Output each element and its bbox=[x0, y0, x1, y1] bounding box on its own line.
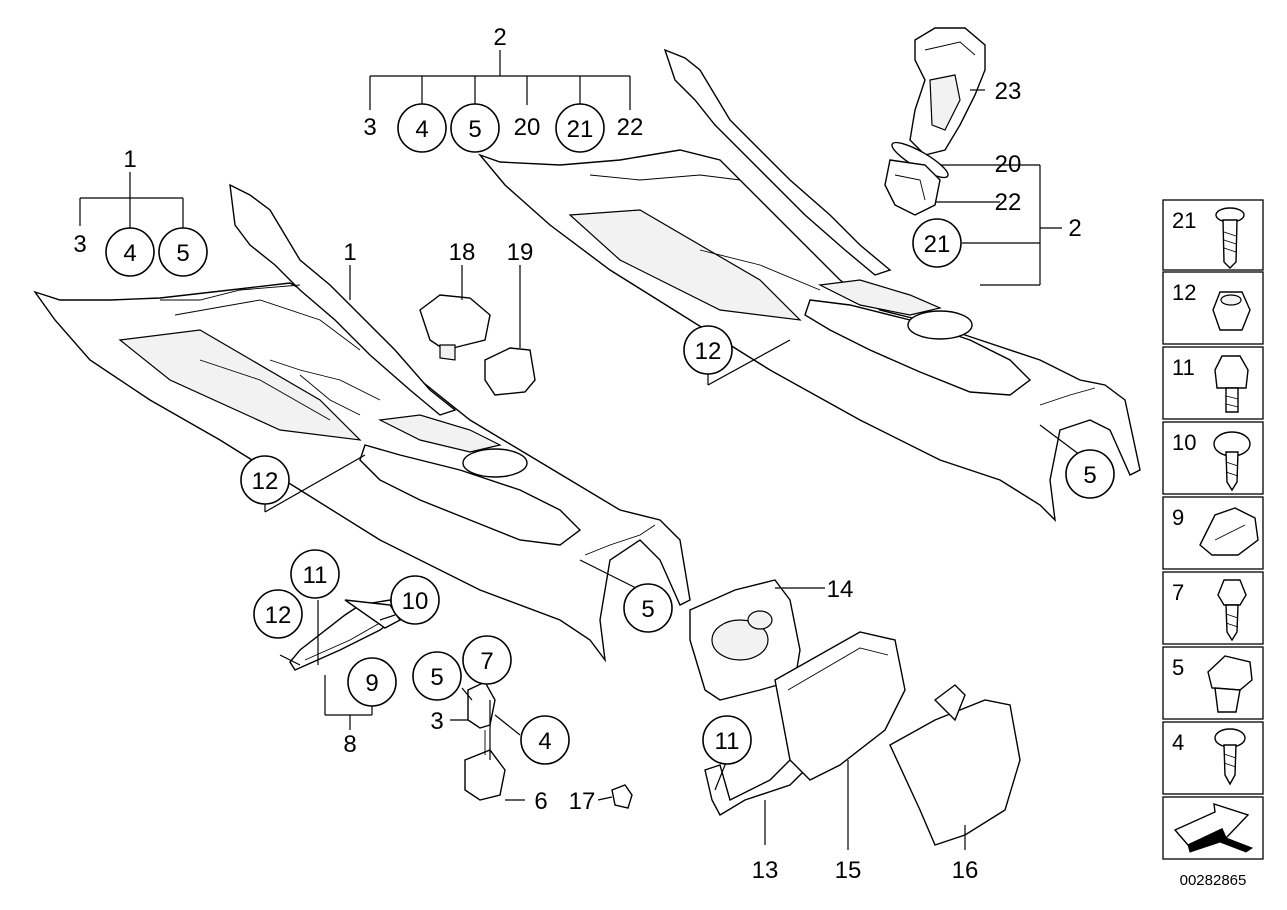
label-19: 19 bbox=[507, 239, 534, 266]
legend-box-4 bbox=[1162, 721, 1264, 795]
callout-circle-12-right bbox=[683, 325, 733, 375]
part-15-lid bbox=[774, 631, 906, 781]
label-23: 23 bbox=[995, 78, 1022, 105]
label-11-mid: 11 bbox=[715, 728, 740, 755]
label-1-group: 1 bbox=[123, 146, 136, 173]
part-18-piece bbox=[419, 294, 491, 361]
label-13: 13 bbox=[752, 857, 779, 884]
label-11-left: 11 bbox=[303, 562, 328, 589]
callout-circle-11-left bbox=[290, 549, 340, 599]
callout-circle-10 bbox=[390, 575, 440, 625]
label-14: 14 bbox=[827, 576, 854, 603]
gear-shift-boot bbox=[884, 27, 986, 216]
fastener-legend: 21 12 11 10 9 bbox=[1162, 199, 1264, 889]
label-16: 16 bbox=[952, 857, 979, 884]
spring-clip-icon bbox=[1199, 507, 1259, 556]
legend-box-7 bbox=[1162, 571, 1264, 645]
legend-num-10: 10 bbox=[1172, 430, 1196, 455]
callout-circle-4-left bbox=[105, 227, 155, 277]
label-5-console: 5 bbox=[641, 596, 654, 623]
legend-num-11: 11 bbox=[1172, 355, 1195, 380]
callout-circle-21-top bbox=[555, 103, 605, 153]
callout-circle-5-mid bbox=[412, 651, 462, 701]
legend-num-9: 9 bbox=[1172, 505, 1184, 530]
leader-lines bbox=[79, 50, 1081, 850]
legend-num-7: 7 bbox=[1172, 580, 1184, 605]
self-tapping-screw-icon bbox=[1214, 728, 1246, 786]
part-14-insert bbox=[689, 579, 801, 701]
callout-circle-9 bbox=[347, 657, 397, 707]
callout-labels: 1 3 4 5 1 2 3 4 5 20 21 22 18 19 12 12 5… bbox=[73, 24, 1115, 884]
legend-num-5: 5 bbox=[1172, 655, 1184, 680]
label-3-left: 3 bbox=[73, 231, 86, 258]
label-21-top: 21 bbox=[567, 116, 594, 143]
label-20: 20 bbox=[995, 151, 1022, 178]
label-4-top: 4 bbox=[415, 116, 428, 143]
label-1-part: 1 bbox=[343, 239, 356, 266]
label-20-top: 20 bbox=[514, 114, 541, 141]
callout-circle-4-top bbox=[397, 103, 447, 153]
callout-circle-5-top bbox=[450, 103, 500, 153]
pan-screw-icon bbox=[1213, 431, 1251, 492]
label-15: 15 bbox=[835, 857, 862, 884]
center-console-left bbox=[33, 183, 691, 663]
label-10: 10 bbox=[402, 588, 429, 615]
label-5-left: 5 bbox=[176, 240, 189, 267]
label-17: 17 bbox=[569, 788, 596, 815]
direction-arrow-icon bbox=[1173, 802, 1254, 853]
label-4-left: 4 bbox=[123, 240, 136, 267]
label-9: 9 bbox=[365, 670, 378, 697]
label-22: 22 bbox=[995, 189, 1022, 216]
legend-box-10 bbox=[1162, 421, 1264, 495]
callout-circle-5-left bbox=[158, 227, 208, 277]
label-3-top: 3 bbox=[363, 114, 376, 141]
label-4-mid: 4 bbox=[538, 728, 551, 755]
label-12-left: 12 bbox=[252, 468, 279, 495]
callout-circle-5-right bbox=[1065, 449, 1115, 499]
label-6: 6 bbox=[534, 788, 547, 815]
callout-circle-7 bbox=[462, 635, 512, 685]
hex-nut-icon bbox=[1212, 291, 1251, 331]
hex-bolt-icon bbox=[1214, 355, 1249, 413]
legend-num-21: 21 bbox=[1172, 208, 1196, 233]
bracket-8 bbox=[289, 599, 402, 671]
label-5-mid: 5 bbox=[430, 664, 443, 691]
screw-flange-icon bbox=[1215, 207, 1245, 269]
label-22-top: 22 bbox=[617, 114, 644, 141]
callout-circle-5-console bbox=[623, 583, 673, 633]
label-12-small: 12 bbox=[265, 602, 292, 629]
callout-circle-12-left bbox=[240, 455, 290, 505]
label-3-mid: 3 bbox=[430, 708, 443, 735]
diagram-code: 00282865 bbox=[1180, 872, 1247, 889]
part-19-piece bbox=[484, 347, 536, 396]
label-12-right: 12 bbox=[695, 338, 722, 365]
label-2-right: 2 bbox=[1068, 215, 1081, 242]
label-18: 18 bbox=[449, 239, 476, 266]
clip-nut-icon bbox=[1207, 655, 1253, 713]
label-5-top: 5 bbox=[468, 116, 481, 143]
label-7: 7 bbox=[480, 648, 493, 675]
label-5-right: 5 bbox=[1083, 462, 1096, 489]
legend-num-12: 12 bbox=[1172, 280, 1196, 305]
legend-box-21 bbox=[1162, 199, 1264, 271]
label-21: 21 bbox=[924, 231, 951, 258]
legend-num-4: 4 bbox=[1172, 730, 1184, 755]
part-16-cover bbox=[889, 684, 1021, 846]
callout-circle-12-small bbox=[253, 589, 303, 639]
label-8: 8 bbox=[343, 731, 356, 758]
center-console-right bbox=[477, 48, 1141, 522]
callout-circle-11-mid bbox=[702, 715, 752, 765]
hex-screw-icon bbox=[1217, 579, 1247, 642]
callout-circle-4-mid bbox=[520, 715, 570, 765]
callout-circle-21 bbox=[912, 218, 962, 268]
part-17-clip bbox=[611, 784, 633, 809]
label-2-group: 2 bbox=[493, 24, 506, 51]
